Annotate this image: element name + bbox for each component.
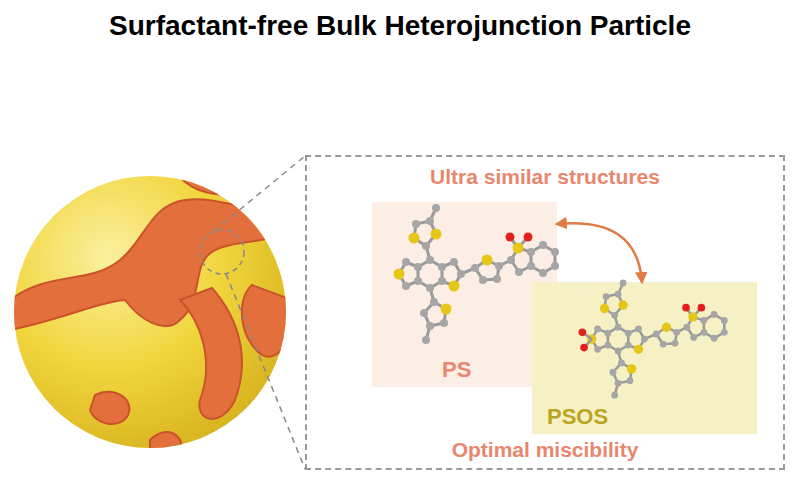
node-label: Optimal miscibility [307, 438, 783, 462]
double-arrow [557, 223, 642, 282]
node-label: Ultra similar structures [307, 165, 783, 189]
ps-panel: PS [372, 202, 557, 387]
psos-panel: PSOS [532, 282, 757, 434]
node-label: PS [442, 357, 471, 383]
zoom-box: Ultra similar structuresOptimal miscibil… [305, 155, 785, 470]
title: Surfactant-free Bulk Heterojunction Part… [0, 10, 800, 42]
node-label: PSOS [547, 404, 608, 430]
